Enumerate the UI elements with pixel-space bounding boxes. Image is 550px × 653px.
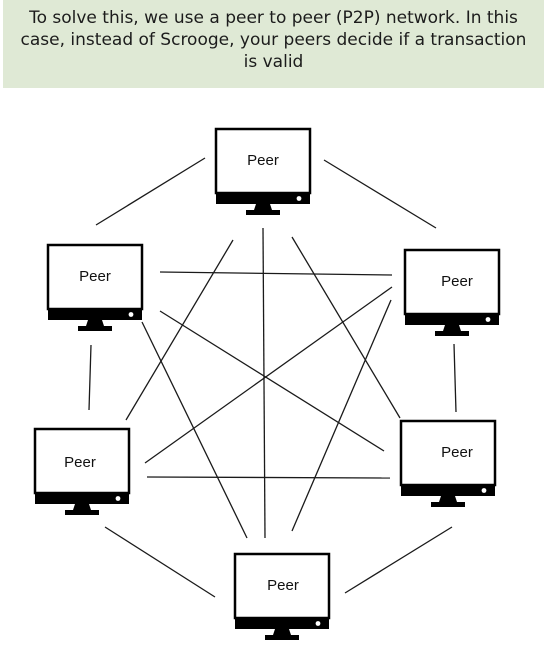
peer-node-upper-right: Peer [403,248,501,338]
computer-icon [46,243,144,333]
connection-line [262,227,266,539]
connection-line [323,159,437,229]
connection-line [104,526,216,598]
connection-line [291,236,401,419]
computer-icon [399,419,497,509]
peer-label: Peer [64,454,96,471]
peer-node-top: Peer [214,127,312,217]
peer-node-upper-left: Peer [46,243,144,333]
computer-icon [403,248,501,338]
caption-text: To solve this, we use a peer to peer (P2… [20,8,527,72]
connection-line [125,239,234,421]
peer-label: Peer [247,152,279,169]
connection-line [141,321,248,539]
connection-lines [88,157,457,598]
connection-line [291,299,392,532]
computer-icon [233,552,331,642]
caption-banner: To solve this, we use a peer to peer (P2… [3,0,544,88]
connection-line [88,344,92,411]
peer-label: Peer [441,444,473,461]
connection-line [146,476,391,479]
connection-line [159,271,393,276]
peer-label: Peer [79,268,111,285]
connection-line [344,526,453,594]
peer-node-bottom: Peer [233,552,331,642]
connection-line [159,310,385,452]
peer-label: Peer [441,273,473,290]
computer-icon [33,427,131,517]
peer-node-lower-left: Peer [33,427,131,517]
connection-line [453,343,457,413]
computer-icon [214,127,312,217]
connection-line [144,286,393,464]
p2p-network-diagram: Peer Peer Peer Peer Peer Peer [33,127,501,642]
connection-line [95,157,206,226]
peer-node-lower-right: Peer [399,419,497,509]
peer-label: Peer [267,577,299,594]
